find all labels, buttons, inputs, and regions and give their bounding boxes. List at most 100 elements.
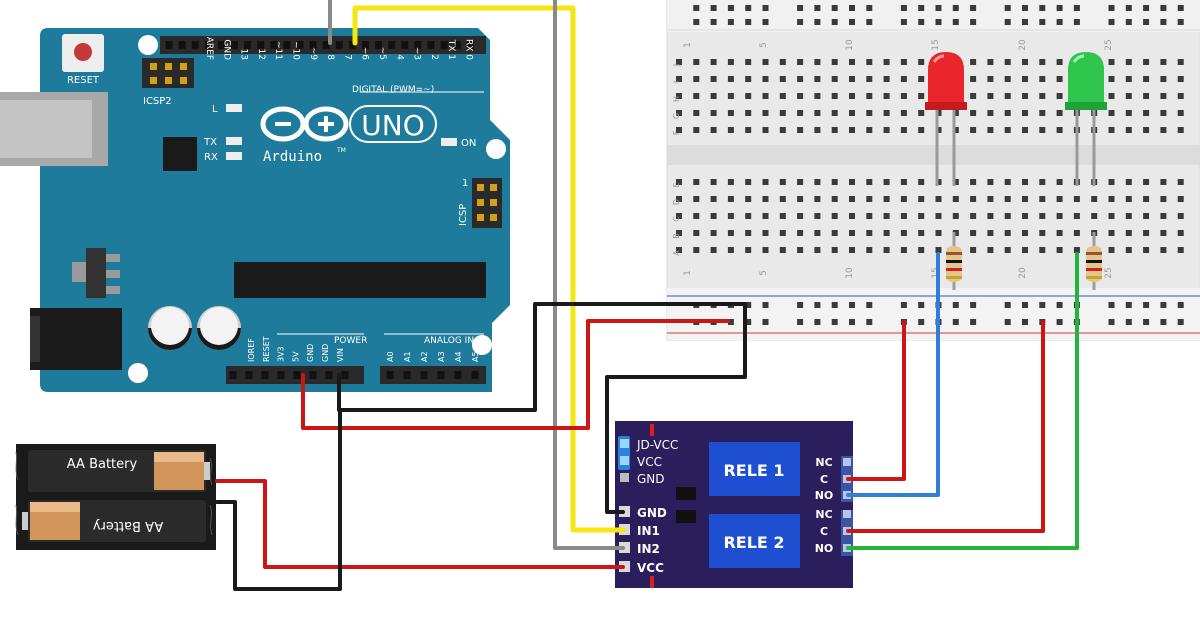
breadboard-hole[interactable] xyxy=(970,127,977,133)
breadboard-hole[interactable] xyxy=(900,76,907,82)
rail-hole[interactable] xyxy=(710,5,717,11)
digital-pin[interactable] xyxy=(244,41,252,49)
breadboard-hole[interactable] xyxy=(831,247,838,253)
breadboard-hole[interactable] xyxy=(1177,247,1184,253)
breadboard-hole[interactable] xyxy=(797,127,804,133)
breadboard-hole[interactable] xyxy=(762,76,769,82)
breadboard-hole[interactable] xyxy=(987,110,994,116)
breadboard-hole[interactable] xyxy=(745,179,752,185)
breadboard-hole[interactable] xyxy=(1143,110,1150,116)
breadboard-hole[interactable] xyxy=(1056,127,1063,133)
breadboard-hole[interactable] xyxy=(900,230,907,236)
breadboard-hole[interactable] xyxy=(1022,179,1028,185)
rail-hole[interactable] xyxy=(693,5,700,11)
breadboard-hole[interactable] xyxy=(762,213,769,219)
breadboard-hole[interactable] xyxy=(1056,196,1063,202)
breadboard-hole[interactable] xyxy=(676,110,682,116)
digital-pin[interactable] xyxy=(466,41,474,49)
rail-hole[interactable] xyxy=(866,302,873,308)
breadboard-hole[interactable] xyxy=(849,93,855,99)
breadboard-hole[interactable] xyxy=(1022,127,1028,133)
contact-terminal[interactable] xyxy=(843,458,851,466)
breadboard-hole[interactable] xyxy=(1004,110,1011,116)
breadboard-hole[interactable] xyxy=(831,230,838,236)
breadboard-hole[interactable] xyxy=(762,59,769,65)
breadboard-hole[interactable] xyxy=(970,179,977,185)
breadboard-hole[interactable] xyxy=(1108,59,1115,65)
breadboard-hole[interactable] xyxy=(1091,196,1098,202)
breadboard-hole[interactable] xyxy=(849,213,855,219)
breadboard-hole[interactable] xyxy=(900,213,907,219)
jumper-pin[interactable] xyxy=(620,439,629,448)
breadboard-hole[interactable] xyxy=(918,196,925,202)
breadboard-hole[interactable] xyxy=(970,93,977,99)
breadboard-hole[interactable] xyxy=(1004,247,1011,253)
digital-pin[interactable] xyxy=(335,41,343,49)
breadboard-hole[interactable] xyxy=(849,230,855,236)
breadboard-hole[interactable] xyxy=(1022,213,1028,219)
breadboard-hole[interactable] xyxy=(987,179,994,185)
breadboard-hole[interactable] xyxy=(797,230,804,236)
breadboard-hole[interactable] xyxy=(1125,179,1132,185)
breadboard-hole[interactable] xyxy=(693,213,700,219)
digital-pin[interactable] xyxy=(191,41,199,49)
rail-hole[interactable] xyxy=(1073,19,1080,25)
breadboard-hole[interactable] xyxy=(710,213,717,219)
rail-hole[interactable] xyxy=(710,19,717,25)
power-pin[interactable] xyxy=(309,371,317,379)
breadboard-hole[interactable] xyxy=(1143,247,1150,253)
breadboard-hole[interactable] xyxy=(779,110,786,116)
breadboard-hole[interactable] xyxy=(1004,59,1011,65)
breadboard-hole[interactable] xyxy=(970,247,977,253)
rail-hole[interactable] xyxy=(849,319,855,325)
breadboard-hole[interactable] xyxy=(727,179,734,185)
rail-hole[interactable] xyxy=(918,319,925,325)
breadboard-hole[interactable] xyxy=(779,93,786,99)
digital-pin[interactable] xyxy=(427,41,435,49)
breadboard-hole[interactable] xyxy=(918,247,925,253)
breadboard-hole[interactable] xyxy=(1108,213,1115,219)
rail-hole[interactable] xyxy=(1177,302,1184,308)
breadboard-hole[interactable] xyxy=(727,59,734,65)
breadboard-hole[interactable] xyxy=(900,127,907,133)
breadboard-hole[interactable] xyxy=(1160,230,1167,236)
breadboard-hole[interactable] xyxy=(1073,230,1080,236)
rail-hole[interactable] xyxy=(1160,19,1167,25)
breadboard-hole[interactable] xyxy=(849,179,855,185)
breadboard-hole[interactable] xyxy=(797,59,804,65)
digital-pin[interactable] xyxy=(348,41,356,49)
breadboard-hole[interactable] xyxy=(1143,213,1150,219)
rail-hole[interactable] xyxy=(1108,5,1115,11)
breadboard-hole[interactable] xyxy=(883,230,890,236)
breadboard-hole[interactable] xyxy=(1125,93,1132,99)
breadboard-hole[interactable] xyxy=(866,213,873,219)
breadboard-hole[interactable] xyxy=(710,179,717,185)
breadboard-hole[interactable] xyxy=(727,213,734,219)
breadboard-hole[interactable] xyxy=(970,76,977,82)
rail-hole[interactable] xyxy=(1125,319,1132,325)
breadboard-hole[interactable] xyxy=(814,247,821,253)
rail-hole[interactable] xyxy=(1125,302,1132,308)
breadboard-hole[interactable] xyxy=(866,76,873,82)
breadboard-hole[interactable] xyxy=(1039,76,1046,82)
rail-hole[interactable] xyxy=(1004,319,1011,325)
breadboard-hole[interactable] xyxy=(1073,196,1080,202)
breadboard-hole[interactable] xyxy=(676,213,682,219)
breadboard-hole[interactable] xyxy=(918,127,925,133)
rail-hole[interactable] xyxy=(900,19,907,25)
rail-hole[interactable] xyxy=(866,19,873,25)
breadboard-hole[interactable] xyxy=(1039,93,1046,99)
digital-pin[interactable] xyxy=(362,41,369,49)
breadboard-hole[interactable] xyxy=(797,196,804,202)
breadboard-hole[interactable] xyxy=(831,76,838,82)
rail-hole[interactable] xyxy=(797,302,804,308)
breadboard-hole[interactable] xyxy=(1160,247,1167,253)
jumper-pin[interactable] xyxy=(620,473,629,482)
breadboard-hole[interactable] xyxy=(987,230,994,236)
rail-hole[interactable] xyxy=(1073,5,1080,11)
breadboard-hole[interactable] xyxy=(935,247,942,253)
breadboard-hole[interactable] xyxy=(1039,230,1046,236)
jumper-pin[interactable] xyxy=(620,456,629,465)
power-pin[interactable] xyxy=(245,371,253,379)
rail-hole[interactable] xyxy=(935,5,942,11)
